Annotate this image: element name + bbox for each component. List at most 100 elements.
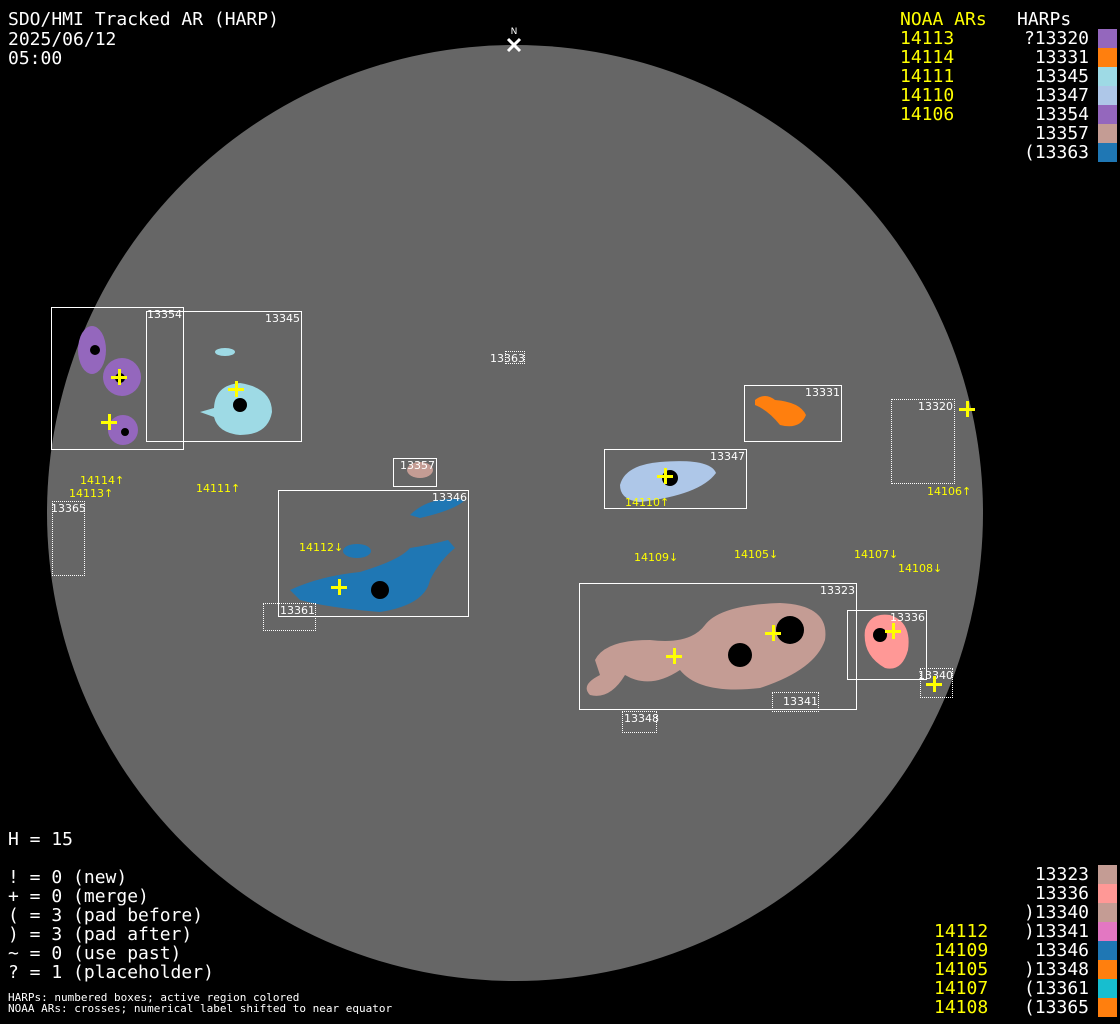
north-label: N [511,27,518,37]
noaa-label-14111: 14111↑ [196,482,241,495]
noaa-cross-icon [331,579,347,595]
harp-box-13363[interactable]: 13363 [490,351,525,364]
legend-harp-label: )13341 [1023,921,1089,942]
legend-color-swatch [1098,105,1117,124]
harp-box-13354[interactable]: 13354 [51,307,184,450]
noaa-label-14113: 14113↑ [69,487,114,500]
region-13357 [407,462,433,478]
harp-label: 13347 [710,450,745,463]
stat-line: ) = 3 (pad after) [8,924,193,945]
harp-box-13345[interactable]: 13345 [146,311,302,442]
noaa-cross-icon [111,369,127,385]
harp-label: 13363 [490,352,525,365]
region-13331 [755,396,806,427]
legend-color-swatch [1098,998,1117,1017]
harp-box-13365[interactable]: 13365 [51,501,86,576]
legend-color-swatch [1098,884,1117,903]
legend-color-swatch [1098,48,1117,67]
noaa-label-14114: 14114↑ [80,474,125,487]
legend-noaa-label: 14109 [934,940,989,961]
harp-label: 13346 [432,491,467,504]
region-13323 [586,603,826,696]
legend-harp-label: 13331 [1034,47,1089,68]
noaa-label-14109: 14109↓ [634,551,679,564]
region-13336 [864,614,909,669]
noaa-label-14105: 14105↓ [734,548,779,561]
legend-color-swatch [1098,86,1117,105]
legend-noaa-label: 14105 [934,959,989,980]
harp-label: 13348 [624,712,659,725]
solar-disk [47,45,983,981]
noaa-label-14108: 14108↓ [898,562,943,575]
harp-label: 13361 [280,604,315,617]
harp-header: HARPs [1017,9,1072,30]
legend-color-swatch [1098,67,1117,86]
noaa-cross-icon [885,623,901,639]
noaa-cross-icon [926,676,942,692]
harp-label: 13357 [400,459,435,472]
legend-noaa-label: 14107 [934,978,989,999]
harp-label: 13336 [890,611,925,624]
harp-box-13347[interactable]: 13347 [604,449,747,509]
legend-harp-label: (13361 [1023,978,1089,999]
legend-noaa-label: 14112 [934,921,989,942]
noaa-cross-icon [228,381,244,397]
legend-noaa-label: 14106 [900,104,955,125]
legend-color-swatch [1098,922,1117,941]
legend-harp-label: 13346 [1034,940,1089,961]
legend-harp-label: )13348 [1023,959,1089,980]
harp-label: 13354 [147,308,182,321]
harp-box-13336[interactable]: 13336 [847,610,927,680]
noaa-label-14110: 14110↑ [625,496,670,509]
legend-noaa-label: 14111 [900,66,955,87]
legend-color-swatch [1098,941,1117,960]
stat-line: + = 0 (merge) [8,886,149,907]
legend-harp-label: 13345 [1034,66,1089,87]
stat-line: ! = 0 (new) [8,867,128,888]
noaa-cross-icon [959,401,975,417]
time: 05:00 [8,48,63,69]
date: 2025/06/12 [8,29,117,50]
legend-noaa-label: 14114 [900,47,955,68]
noaa-cross-icon [666,648,682,664]
legend-harp-label: 13336 [1034,883,1089,904]
sunspot-umbrae [90,345,887,667]
active-region-blobs [78,326,909,696]
legend-noaa-label: 14113 [900,28,955,49]
harp-label: 13345 [265,312,300,325]
harp-box-13340[interactable]: 13340 [918,668,953,698]
harp-box-13323[interactable]: 13323 [579,583,857,710]
harp-label: 13341 [783,695,818,708]
harp-box-13341[interactable]: 13341 [772,692,819,712]
legend-color-swatch [1098,979,1117,998]
legend-harp-label: 13354 [1034,104,1089,125]
legend-harp-label: (13363 [1023,142,1089,163]
noaa-label-14107: 14107↓ [854,548,899,561]
legend-color-swatch [1098,124,1117,143]
legend-harp-label: 13357 [1034,123,1089,144]
legend-noaa-label: 14110 [900,85,955,106]
harp-box-13331[interactable]: 13331 [744,385,842,442]
harp-box-13346[interactable]: 13346 [278,490,469,617]
harp-label: 13331 [805,386,840,399]
legend-color-swatch [1098,865,1117,884]
legend-harp-label: )13340 [1023,902,1089,923]
noaa-cross-icon [657,468,673,484]
legend-color-swatch [1098,29,1117,48]
harp-box-13320[interactable]: 13320 [891,399,955,484]
legend-harp-label: 13323 [1034,864,1089,885]
legend-color-swatch [1098,143,1117,162]
legend-noaa-label: 14108 [934,997,989,1018]
noaa-header: NOAA ARs [900,9,987,30]
note-noaa: NOAA ARs: crosses; numerical label shift… [8,1002,393,1015]
harp-label: 13323 [820,584,855,597]
harp-box-13357[interactable]: 13357 [393,458,437,487]
noaa-label-14106: 14106↑ [927,485,972,498]
harp-box-13361[interactable]: 13361 [263,603,316,631]
stat-line: ( = 3 (pad before) [8,905,204,926]
harp-box-13348[interactable]: 13348 [622,711,659,733]
stat-line: ? = 1 (placeholder) [8,962,214,983]
region-13346-a [290,540,455,612]
region-13346-c [343,544,371,558]
